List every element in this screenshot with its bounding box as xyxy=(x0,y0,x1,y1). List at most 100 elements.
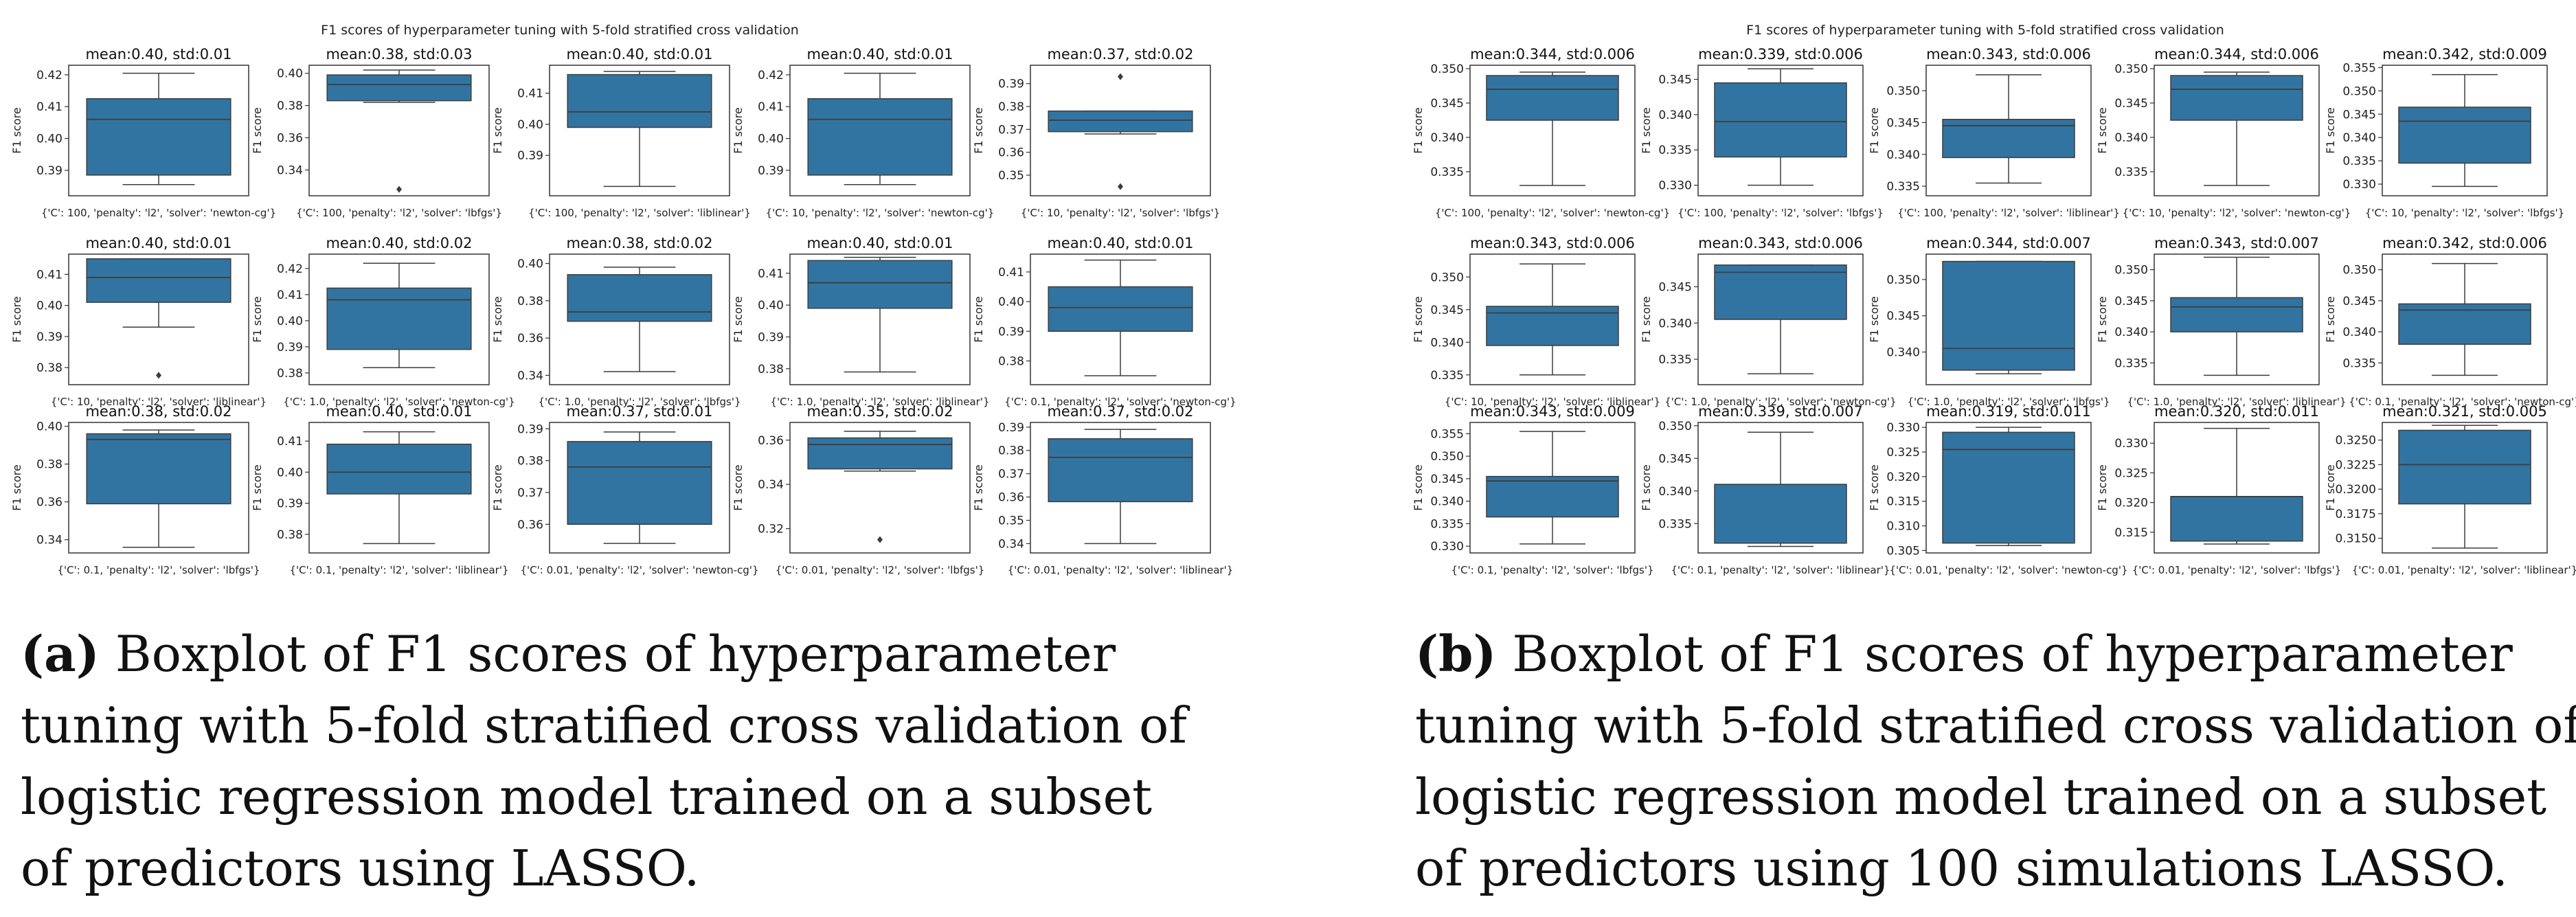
iqr-box xyxy=(1714,484,1847,544)
x-tick-label: {'C': 100, 'penalty': 'l2', 'solver': 'l… xyxy=(1897,207,2120,219)
y-tick-label: 0.36 xyxy=(998,491,1024,505)
subplot-title: mean:0.38, std:0.02 xyxy=(85,403,231,420)
x-tick-label: {'C': 100, 'penalty': 'l2', 'solver': 'l… xyxy=(1677,207,1884,219)
y-tick-label: 0.340 xyxy=(1430,131,1464,145)
y-axis-label: F1 score xyxy=(10,107,23,153)
x-tick-label: {'C': 10, 'penalty': 'l2', 'solver': 'lb… xyxy=(1021,207,1220,219)
iqr-box xyxy=(1486,475,1619,518)
subplot-title: mean:0.343, std:0.009 xyxy=(1470,403,1635,420)
subplot-title: mean:0.343, std:0.006 xyxy=(1926,46,2091,63)
y-tick-label: 0.39 xyxy=(998,78,1024,91)
y-tick-label: 0.40 xyxy=(277,466,303,479)
subplot-title: mean:0.40, std:0.01 xyxy=(806,235,953,251)
y-tick-label: 0.38 xyxy=(517,455,543,468)
subplot: mean:0.40, std:0.020.380.390.400.410.42F… xyxy=(251,235,515,408)
subplot: mean:0.343, std:0.0060.3350.3400.3450.35… xyxy=(1412,235,1660,408)
iqr-box xyxy=(2170,496,2303,542)
y-tick-label: 0.40 xyxy=(998,295,1024,309)
y-tick-label: 0.335 xyxy=(1658,517,1692,531)
x-tick-label: {'C': 0.1, 'penalty': 'l2', 'solver': 'l… xyxy=(1671,564,1890,576)
y-tick-label: 0.340 xyxy=(2342,326,2376,339)
y-tick-label: 0.40 xyxy=(517,258,543,271)
y-tick-label: 0.41 xyxy=(998,266,1024,280)
y-axis-label: F1 score xyxy=(2324,464,2337,510)
y-tick-label: 0.37 xyxy=(998,123,1024,137)
y-tick-label: 0.40 xyxy=(277,67,303,81)
y-tick-label: 0.330 xyxy=(1886,421,1920,435)
y-tick-label: 0.41 xyxy=(758,100,784,114)
x-tick-label: {'C': 1.0, 'penalty': 'l2', 'solver': 'l… xyxy=(771,396,990,408)
iqr-box xyxy=(1048,438,1193,503)
y-tick-label: 0.330 xyxy=(2342,178,2376,192)
y-tick-label: 0.310 xyxy=(1886,520,1920,534)
y-tick-label: 0.3150 xyxy=(2336,532,2376,546)
subplot: mean:0.37, std:0.020.350.360.370.380.39F… xyxy=(972,46,1220,219)
x-tick-label: {'C': 100, 'penalty': 'l2', 'solver': 'n… xyxy=(41,207,276,219)
x-tick-label: {'C': 1.0, 'penalty': 'l2', 'solver': 'n… xyxy=(283,396,515,408)
outlier-point xyxy=(1118,73,1123,80)
y-tick-label: 0.335 xyxy=(1658,144,1692,157)
x-tick-label: {'C': 1.0, 'penalty': 'l2', 'solver': 'l… xyxy=(538,396,741,408)
subplot: mean:0.344, std:0.0060.3350.3400.3450.35… xyxy=(1412,46,1670,219)
iqr-box xyxy=(1048,286,1193,332)
subplot-title: mean:0.343, std:0.006 xyxy=(1470,235,1635,251)
y-axis-label: F1 score xyxy=(491,107,504,153)
y-tick-label: 0.335 xyxy=(1430,369,1464,383)
x-tick-label: {'C': 10, 'penalty': 'l2', 'solver': 'li… xyxy=(51,396,267,408)
y-tick-label: 0.39 xyxy=(517,149,543,163)
subplot-title: mean:0.342, std:0.006 xyxy=(2382,235,2547,251)
y-tick-label: 0.325 xyxy=(2114,466,2148,480)
y-axis-label: F1 score xyxy=(491,464,504,510)
y-tick-label: 0.37 xyxy=(998,468,1024,482)
x-tick-label: {'C': 0.01, 'penalty': 'l2', 'solver': '… xyxy=(2132,564,2342,576)
y-tick-label: 0.39 xyxy=(758,330,784,344)
axes-frame xyxy=(789,65,971,196)
panel-a-suptitle: F1 scores of hyperparameter tuning with … xyxy=(321,23,799,38)
x-tick-label: {'C': 0.1, 'penalty': 'l2', 'solver': 'n… xyxy=(1004,396,1236,408)
y-tick-label: 0.350 xyxy=(2114,63,2148,76)
subplot-title: mean:0.320, std:0.011 xyxy=(2154,403,2319,420)
axes-frame xyxy=(68,422,249,554)
y-tick-label: 0.34 xyxy=(517,369,543,383)
axes-frame xyxy=(308,65,490,196)
y-tick-label: 0.3175 xyxy=(2336,508,2376,521)
subplot-title: mean:0.339, std:0.006 xyxy=(1698,46,1863,63)
y-tick-label: 0.335 xyxy=(1430,517,1464,531)
y-tick-label: 0.340 xyxy=(1658,109,1692,122)
x-tick-label: {'C': 0.01, 'penalty': 'l2', 'solver': '… xyxy=(1008,564,1234,576)
axes-frame xyxy=(2154,253,2320,385)
y-axis-label: F1 score xyxy=(2324,296,2337,342)
y-tick-label: 0.37 xyxy=(517,486,543,500)
iqr-box xyxy=(2398,106,2531,164)
x-tick-label: {'C': 10, 'penalty': 'l2', 'solver': 'lb… xyxy=(2365,207,2564,219)
y-tick-label: 0.35 xyxy=(998,514,1024,528)
y-tick-label: 0.38 xyxy=(36,361,63,375)
y-axis-label: F1 score xyxy=(251,296,264,342)
y-tick-label: 0.345 xyxy=(1430,473,1464,486)
y-tick-label: 0.335 xyxy=(1430,166,1464,179)
y-axis-label: F1 score xyxy=(10,464,23,510)
y-tick-label: 0.350 xyxy=(2114,264,2148,278)
axes-frame xyxy=(1697,422,1864,554)
axes-frame xyxy=(549,422,730,554)
y-tick-label: 0.345 xyxy=(1886,116,1920,130)
iqr-box xyxy=(1714,82,1847,158)
y-tick-label: 0.42 xyxy=(758,69,784,82)
y-tick-label: 0.36 xyxy=(998,146,1024,160)
panel-a-subplots: mean:0.40, std:0.01 0.39 0.40 0.41 0.42 F1 sc… xyxy=(10,46,1236,576)
axes-frame xyxy=(2382,422,2548,554)
y-axis-label: F1 score xyxy=(1868,296,1881,342)
subplot-title: mean:0.37, std:0.01 xyxy=(566,403,712,420)
axes-frame xyxy=(1030,422,1211,554)
y-tick-label: 0.340 xyxy=(2114,131,2148,145)
axes-frame xyxy=(549,253,730,385)
iqr-box xyxy=(326,74,472,102)
subplot: mean:0.343, std:0.0090.3300.3350.3400.34… xyxy=(1412,403,1654,576)
y-tick-label: 0.39 xyxy=(36,330,63,344)
axes-frame xyxy=(2154,65,2320,196)
axes-frame xyxy=(68,253,249,385)
x-tick-label: {'C': 0.1, 'penalty': 'l2', 'solver': 'n… xyxy=(2349,396,2576,408)
